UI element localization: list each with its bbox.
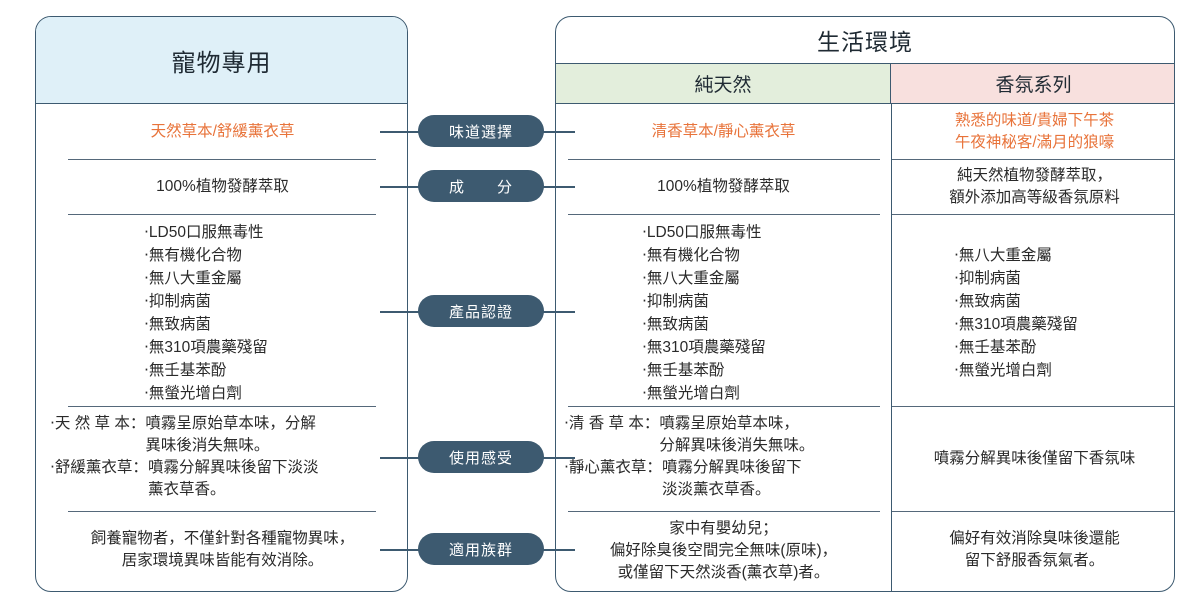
pet-cert-item: ‧無有機化合物 [144, 247, 242, 264]
pet-cert-item: ‧無致病菌 [144, 316, 211, 333]
natural-audience-line: 偏好除臭後空間完全無味(原味)， [609, 542, 838, 559]
natural-cert-item: ‧無310項農藥殘留 [642, 339, 766, 356]
pet-cert-item: ‧抑制病菌 [144, 293, 211, 310]
fragrance-ingredient-line: 純天然植物發酵萃取， [956, 167, 1112, 184]
column-divider [891, 104, 892, 591]
natural-row-divider [568, 159, 880, 160]
natural-feel-label: ‧靜心薰衣草： [564, 459, 662, 476]
fragrance-scent-line: 午夜神秘客/滿月的狼嚎 [954, 134, 1115, 151]
fragrance-row-divider [892, 511, 1174, 512]
natural-audience: 家中有嬰幼兒； 偏好除臭後空間完全無味(原味)， 或僅留下天然淡香(薰衣草)者。 [556, 514, 891, 588]
natural-row-divider [568, 511, 880, 512]
fragrance-row-divider [892, 159, 1174, 160]
natural-feel-text: 分解異味後消失無味。 [659, 437, 815, 454]
category-scent: 味道選擇 [418, 115, 544, 147]
category-experience: 使用感受 [418, 441, 544, 473]
natural-feel-text: 噴霧呈原始草本味， [659, 415, 799, 432]
natural-feel-text: 噴霧分解異味後留下 [661, 459, 802, 476]
fragrance-cert-item: ‧抑制病菌 [954, 270, 1021, 287]
natural-header: 純天然 [556, 64, 891, 104]
pet-cert-item: ‧無螢光增白劑 [144, 385, 242, 402]
natural-row-divider [568, 406, 880, 407]
natural-audience-line: 或僅留下天然淡香(薰衣草)者。 [617, 564, 830, 581]
pet-feel-text: 薰衣草香。 [147, 481, 226, 498]
fragrance-audience-line: 偏好有效消除臭味後還能 [949, 530, 1120, 547]
natural-cert-item: ‧無八大重金屬 [642, 270, 740, 287]
natural-cert-list: ‧LD50口服無毒性 ‧無有機化合物 ‧無八大重金屬 ‧抑制病菌 ‧無致病菌 ‧… [642, 221, 766, 405]
pet-feel-label: ‧舒緩薰衣草： [50, 459, 148, 476]
fragrance-scent: 熟悉的味道/貴婦下午茶 午夜神秘客/滿月的狼嚎 [893, 105, 1174, 159]
living-panel-title: 生活環境 [556, 17, 1174, 64]
pet-audience: 飼養寵物者，不僅針對各種寵物異味， 居家環境異味皆能有效消除。 [36, 517, 407, 583]
pet-row-divider [68, 406, 376, 407]
pet-row-divider [68, 214, 376, 215]
pet-ingredient: 100%植物發酵萃取 [156, 178, 289, 195]
fragrance-header: 香氛系列 [891, 64, 1174, 104]
living-panel: 生活環境 純天然 香氛系列 清香草本/靜心薰衣草 100%植物發酵萃取 ‧LD5… [555, 16, 1175, 592]
fragrance-audience: 偏好有效消除臭味後還能 留下舒服香氛氣者。 [893, 517, 1174, 583]
fragrance-ingredient-line: 額外添加高等級香氛原料 [949, 189, 1120, 206]
fragrance-cert-item: ‧無壬基苯酚 [954, 339, 1037, 356]
fragrance-audience-line: 留下舒服香氛氣者。 [964, 552, 1105, 569]
natural-cert-item: ‧無致病菌 [642, 316, 709, 333]
fragrance-cert-item: ‧無310項農藥殘留 [954, 316, 1078, 333]
fragrance-cert-item: ‧無螢光增白劑 [954, 362, 1052, 379]
fragrance-row-divider [892, 406, 1174, 407]
pet-cert-item: ‧無壬基苯酚 [144, 362, 227, 379]
pet-cert-list: ‧LD50口服無毒性 ‧無有機化合物 ‧無八大重金屬 ‧抑制病菌 ‧無致病菌 ‧… [144, 221, 268, 405]
natural-feel-label: ‧清 香 草 本： [564, 415, 660, 432]
fragrance-row-divider [892, 214, 1174, 215]
fragrance-scent-line: 熟悉的味道/貴婦下午茶 [954, 112, 1115, 129]
natural-feel: ‧清 香 草 本： 噴霧呈原始草本味， 分解異味後消失無味。 ‧靜心薰衣草： 噴… [564, 413, 814, 501]
pet-feel-label: ‧天 然 草 本： [50, 415, 146, 432]
pet-panel: 寵物專用 天然草本/舒緩薰衣草 100%植物發酵萃取 ‧LD50口服無毒性 ‧無… [35, 16, 408, 592]
fragrance-cert-item: ‧無致病菌 [954, 293, 1021, 310]
pet-panel-title: 寵物專用 [36, 17, 407, 104]
fragrance-cert-item: ‧無八大重金屬 [954, 247, 1052, 264]
natural-cert-item: ‧無壬基苯酚 [642, 362, 725, 379]
natural-audience-line: 家中有嬰幼兒； [669, 520, 778, 537]
pet-feel-text: 噴霧呈原始草本味，分解 [145, 415, 316, 432]
pet-row-divider [68, 511, 376, 512]
pet-row-divider [68, 159, 376, 160]
category-certification: 產品認證 [418, 295, 544, 327]
category-ingredient: 成 分 [418, 170, 544, 202]
pet-cert-item: ‧無310項農藥殘留 [144, 339, 268, 356]
natural-ingredient: 100%植物發酵萃取 [657, 178, 790, 195]
pet-cert-item: ‧LD50口服無毒性 [144, 224, 264, 241]
pet-cert-item: ‧無八大重金屬 [144, 270, 242, 287]
natural-scent: 清香草本/靜心薰衣草 [651, 123, 796, 140]
pet-scent: 天然草本/舒緩薰衣草 [150, 123, 295, 140]
natural-row-divider [568, 214, 880, 215]
fragrance-ingredient: 純天然植物發酵萃取， 額外添加高等級香氛原料 [893, 161, 1174, 213]
pet-feel-text: 異味後消失無味。 [145, 437, 270, 454]
fragrance-feel: 噴霧分解異味後僅留下香氛味 [933, 450, 1136, 467]
pet-audience-line: 飼養寵物者，不僅針對各種寵物異味， [90, 530, 355, 547]
pet-feel: ‧天 然 草 本： 噴霧呈原始草本味，分解 異味後消失無味。 ‧舒緩薰衣草： 噴… [50, 413, 318, 501]
natural-cert-item: ‧無螢光增白劑 [642, 385, 740, 402]
pet-feel-text: 噴霧分解異味後留下淡淡 [147, 459, 319, 476]
natural-cert-item: ‧抑制病菌 [642, 293, 709, 310]
category-audience: 適用族群 [418, 533, 544, 565]
natural-feel-text: 淡淡薰衣草香。 [661, 481, 771, 498]
natural-cert-item: ‧LD50口服無毒性 [642, 224, 762, 241]
pet-audience-line: 居家環境異味皆能有效消除。 [121, 552, 324, 569]
natural-cert-item: ‧無有機化合物 [642, 247, 740, 264]
fragrance-cert-list: ‧無八大重金屬 ‧抑制病菌 ‧無致病菌 ‧無310項農藥殘留 ‧無壬基苯酚 ‧無… [954, 244, 1078, 382]
